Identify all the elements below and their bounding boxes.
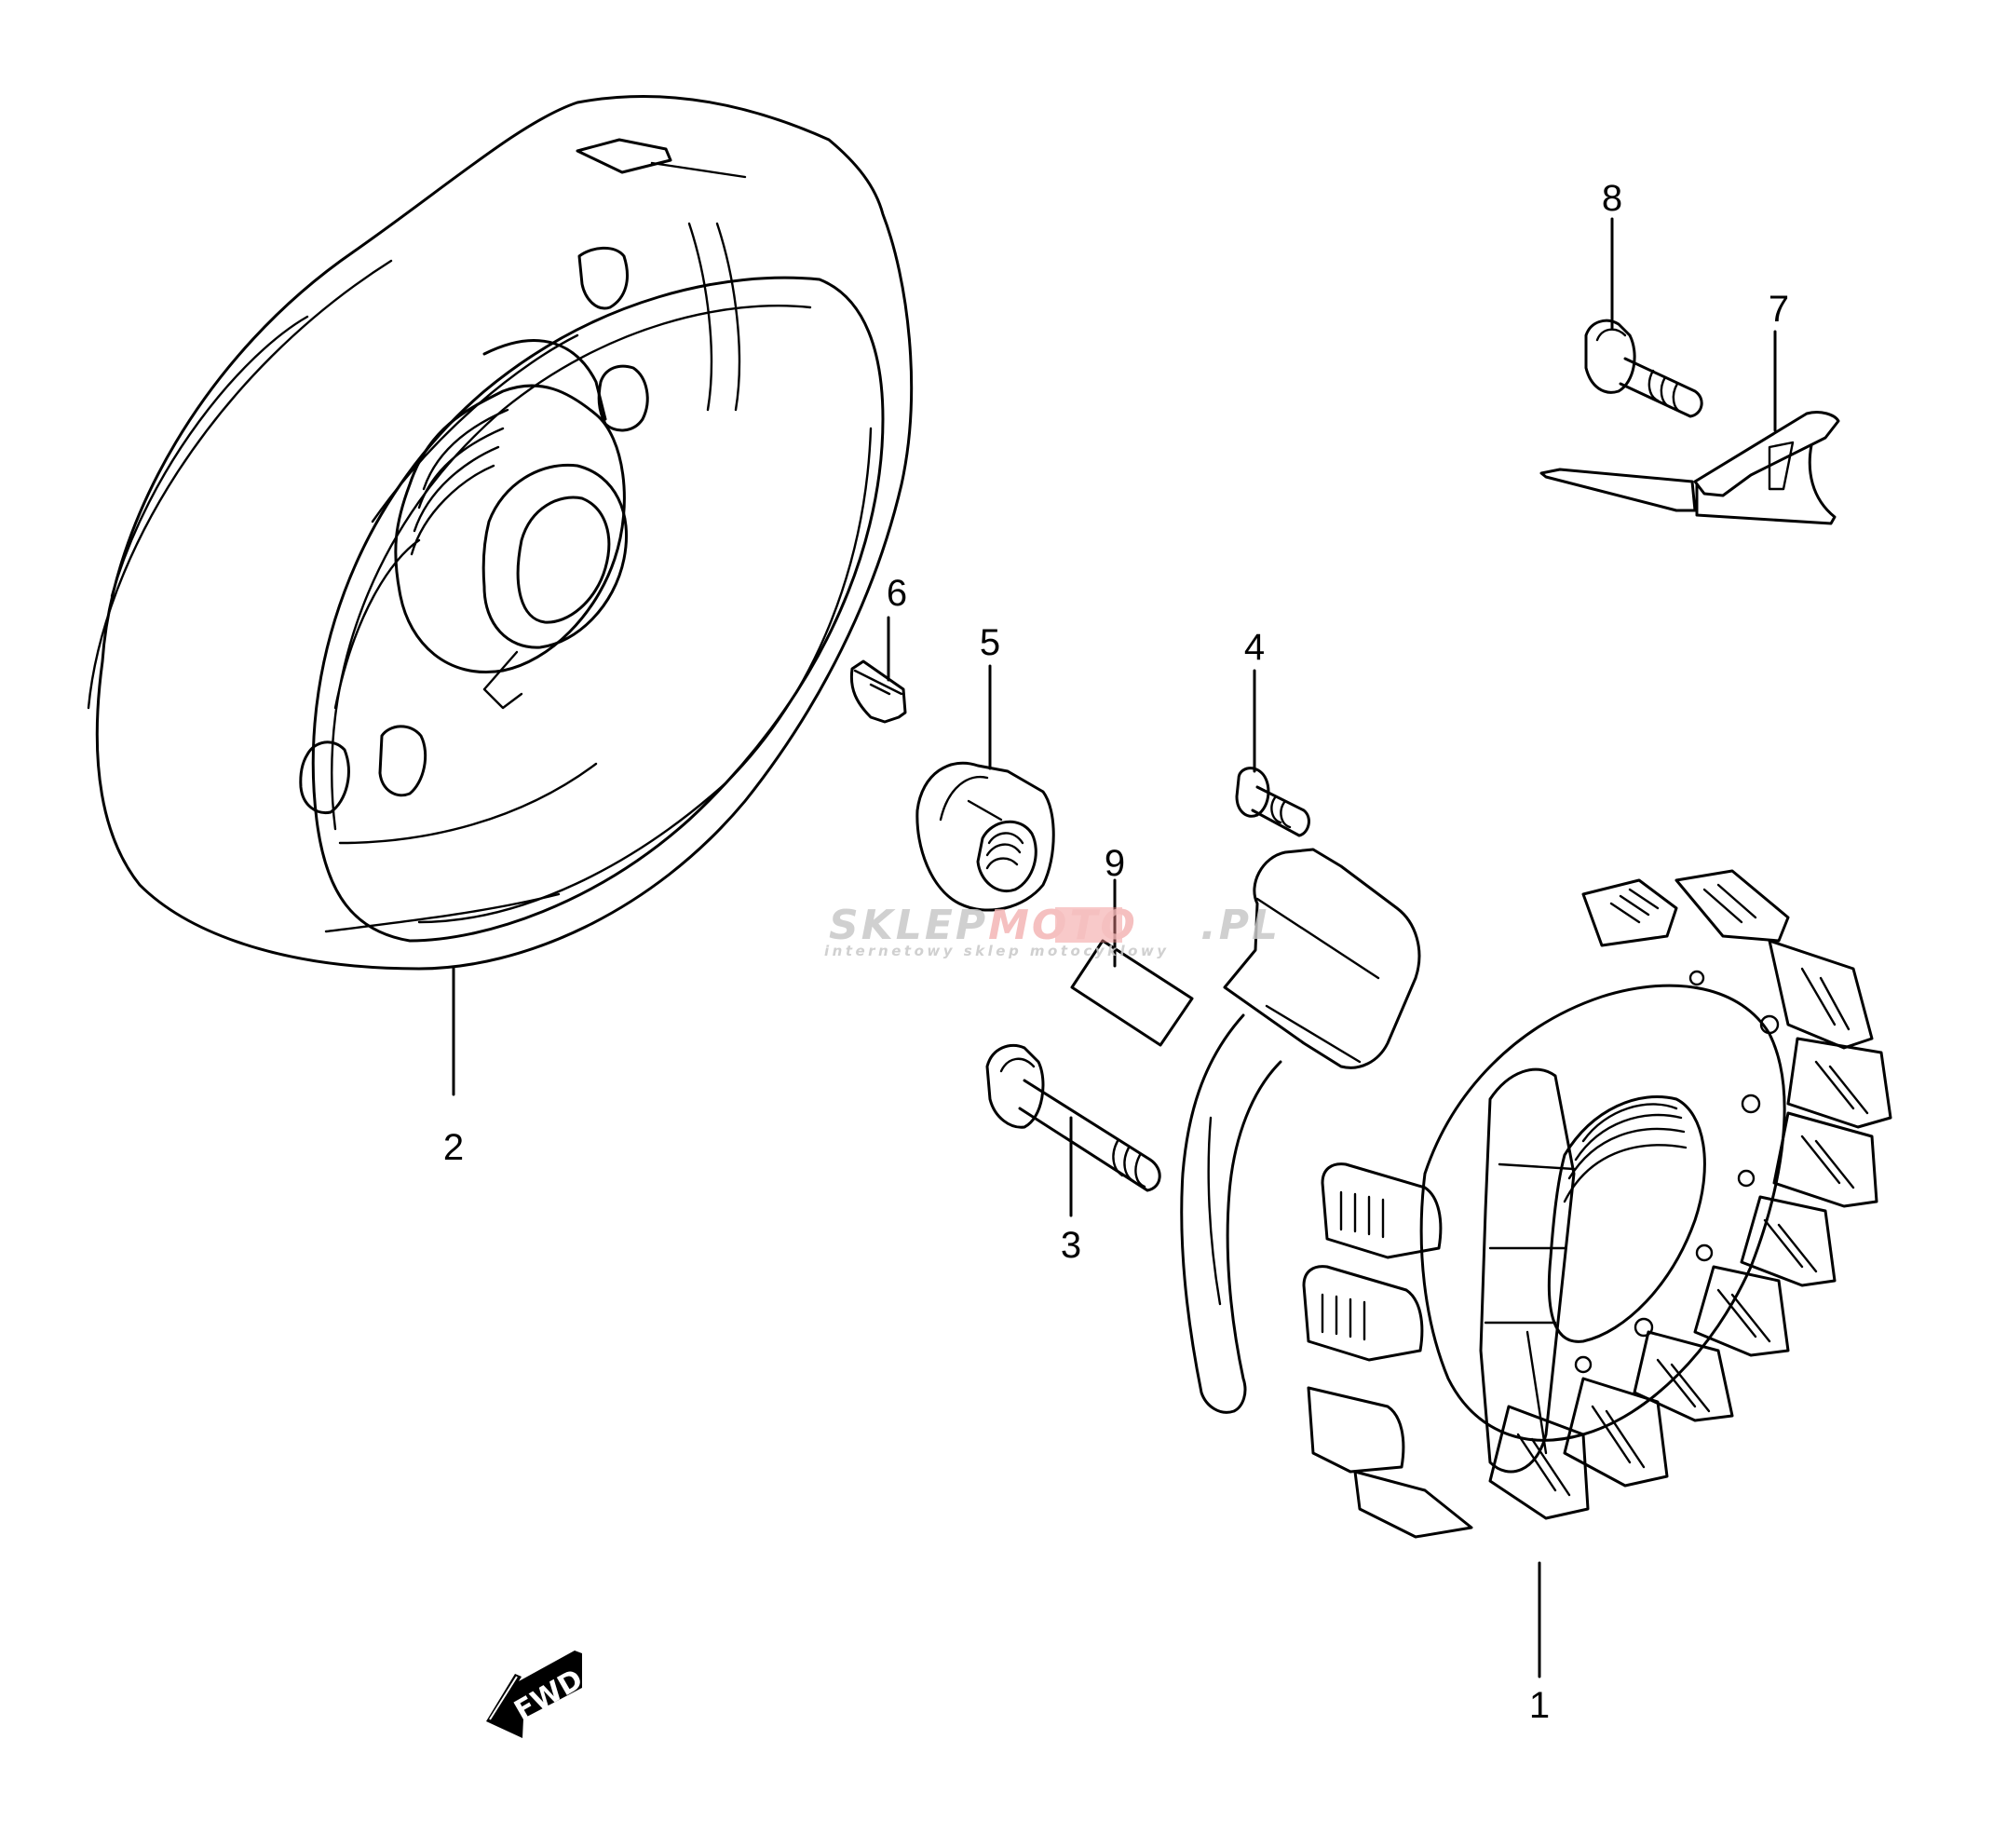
arrow-left-down-icon [486, 1651, 582, 1738]
callout-2: 2 [443, 1127, 464, 1168]
part-5-nut[interactable] [915, 761, 1055, 912]
watermark-brand-1: SKLEP [829, 902, 988, 949]
watermark-red-box [1055, 907, 1122, 943]
callout-4: 4 [1244, 627, 1265, 668]
callout-3: 3 [1061, 1225, 1081, 1266]
callout-6: 6 [887, 573, 907, 614]
part-4-screw[interactable] [1235, 767, 1310, 837]
part-1-stator[interactable] [1180, 848, 1892, 1539]
part-2-flywheel[interactable] [87, 95, 914, 971]
part-6-key[interactable] [849, 659, 907, 724]
callout-9: 9 [1105, 843, 1125, 884]
callout-5: 5 [980, 622, 1000, 663]
part-7-clamp[interactable] [1539, 411, 1840, 525]
watermark-brand-4: .PL [1200, 902, 1281, 949]
callout-1: 1 [1529, 1685, 1550, 1726]
watermark-brand-2: MOTO [988, 902, 1138, 949]
svg-text:SKLEPMOTO46.PL: SKLEPMOTO46.PL [829, 902, 1281, 949]
watermark-tagline: internetowy sklep motocyklowy [824, 943, 1170, 959]
part-9-washer[interactable] [1070, 939, 1194, 1047]
part-8-bolt[interactable] [1584, 319, 1703, 418]
part-3-bolt[interactable] [985, 1043, 1161, 1192]
watermark-brand-3: 46 [1137, 902, 1200, 949]
callout-8: 8 [1602, 178, 1622, 219]
fwd-direction-indicator: FWD [486, 1651, 589, 1738]
watermark: SKLEPMOTO46.PL internetowy sklep motocyk… [824, 902, 1281, 959]
callout-7: 7 [1769, 289, 1789, 330]
